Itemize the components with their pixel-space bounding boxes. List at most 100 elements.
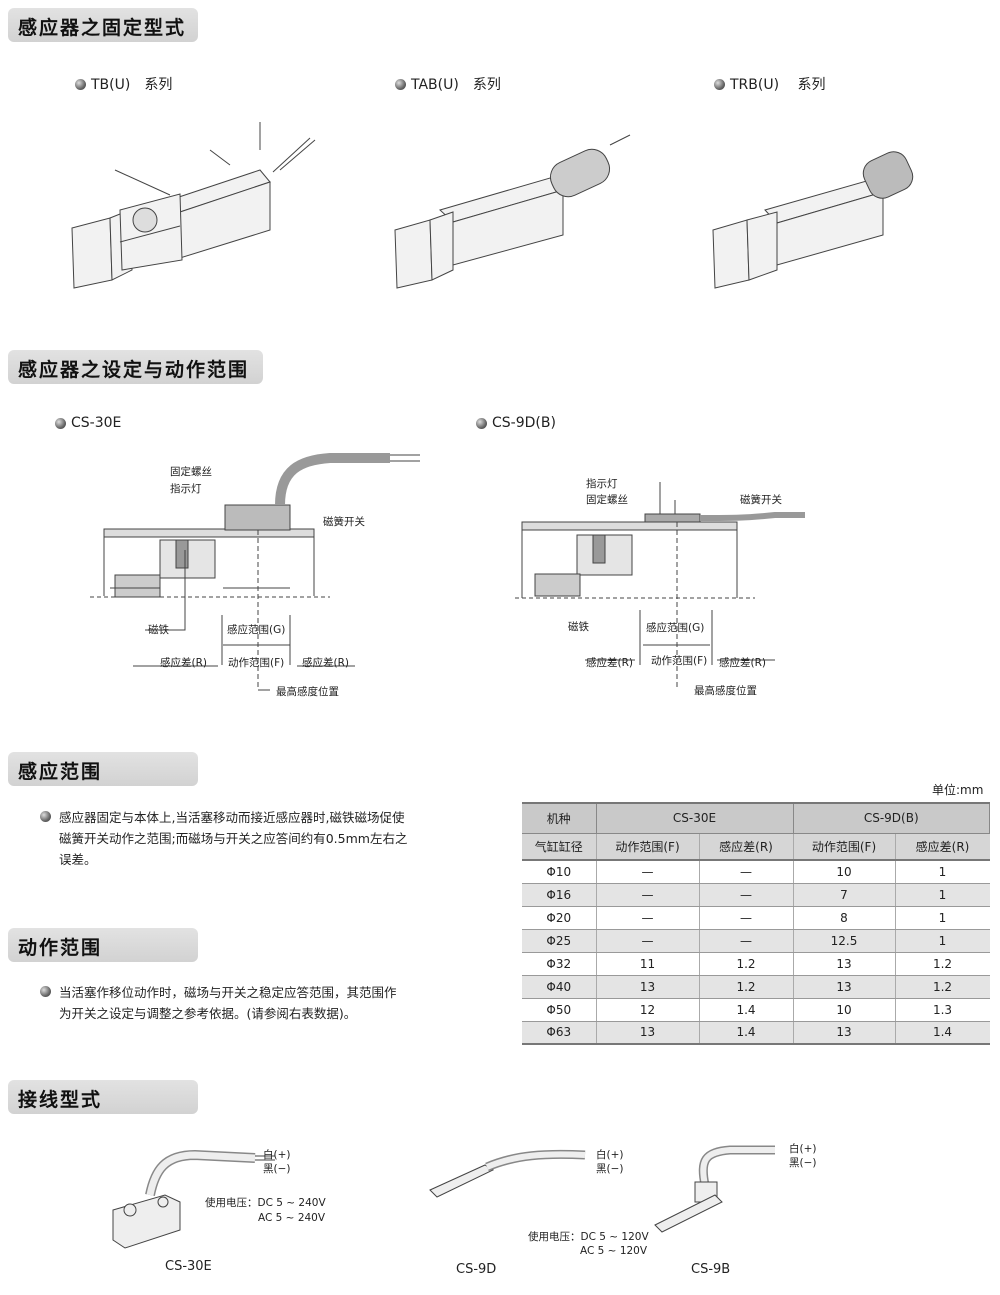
voltage-ac: AC 5 ~ 240V (258, 1212, 326, 1224)
table-cell: — (699, 883, 794, 907)
bullet-icon (714, 78, 725, 90)
model-cs9d: CS-9D (456, 1262, 497, 1277)
cs30e-setting-diagram (90, 453, 420, 691)
label-sensing-range: 感应范围(G) (227, 624, 286, 636)
table-cell: — (699, 929, 794, 953)
bullet-icon (75, 78, 86, 90)
bullet-icon (476, 417, 487, 429)
bore-cell: Φ20 (522, 906, 597, 930)
section-header-operating: 动作范围 (8, 928, 198, 962)
table-cell: 8 (793, 906, 896, 930)
wire-black-label: 黑(−) (789, 1157, 817, 1169)
diagram-title-text: CS-9D(B) (492, 415, 556, 431)
voltage-ac: AC 5 ~ 120V (580, 1245, 648, 1257)
table-cell: 1 (895, 883, 990, 907)
table-cell: 13 (793, 975, 896, 999)
table-cell: — (596, 860, 700, 884)
bore-cell: Φ40 (522, 975, 597, 999)
cs9b-switch-image (654, 1145, 775, 1233)
diagram-title-cs30e: CS-30E (55, 415, 121, 431)
label-sensing-range: 感应范围(G) (646, 622, 705, 634)
table-cell: 11 (596, 952, 700, 976)
table-cell: 13 (793, 952, 896, 976)
model-cs30e: CS-30E (165, 1259, 212, 1274)
voltage-dc: DC 5 ~ 120V (580, 1231, 649, 1243)
wire-white-label: 白(+) (596, 1149, 624, 1161)
table-cell: 13 (596, 975, 700, 999)
sensing-description: 感应器固定与本体上,当活塞移动而接近感应器时,磁铁磁场促使磁簧开关动作之范围;而… (40, 807, 460, 870)
voltage-dc: DC 5 ~ 240V (257, 1197, 326, 1209)
label-indicator: 指示灯 (170, 483, 202, 495)
label-fixing-screw: 固定螺丝 (170, 466, 212, 478)
label-fixing-screw: 固定螺丝 (586, 494, 628, 506)
table-cell: 1.4 (699, 998, 794, 1022)
section-header-mounting: 感应器之固定型式 (8, 8, 198, 42)
bullet-icon (395, 78, 406, 90)
label-diff-left: 感应差(R) (586, 657, 633, 669)
bore-cell: Φ10 (522, 860, 597, 884)
section-header-sensing: 感应范围 (8, 752, 198, 786)
label-operating-range: 动作范围(F) (651, 655, 708, 667)
cylinder-trbu-image (712, 151, 914, 289)
series-label-tbu: TB(U) 系列 (75, 74, 172, 94)
cylinder-tabu-image (394, 134, 631, 289)
table-cell: 10 (793, 860, 896, 884)
bore-cell: Φ32 (522, 952, 597, 976)
table-cell: 1 (895, 929, 990, 953)
label-magnet: 磁铁 (568, 621, 589, 633)
table-cell: 1 (895, 906, 990, 930)
label-magnet: 磁铁 (148, 624, 169, 636)
cs9d-switch-image (429, 1149, 586, 1198)
header-cs9db: CS-9D(B) (793, 803, 990, 834)
text-line: 磁簧开关动作之范围;而磁场与开关之应答间约有0.5mm左右之 (59, 831, 408, 846)
diagram-title-text: CS-30E (71, 415, 122, 431)
wire-white-label: 白(+) (263, 1149, 291, 1161)
operating-description: 当活塞作移位动作时，磁场与开关之稳定应答范围，其范围作为开关之设定与调整之参考依… (40, 982, 460, 1024)
bullet-icon (55, 417, 66, 429)
section-header-wiring: 接线型式 (8, 1080, 198, 1114)
table-cell: — (596, 883, 700, 907)
label-reed-switch: 磁簧开关 (740, 494, 782, 506)
table-subheader-row: 气缸缸径 动作范围(F) 感应差(R) 动作范围(F) 感应差(R) (522, 833, 990, 861)
table-cell: 10 (793, 998, 896, 1022)
bore-cell: Φ63 (522, 1021, 597, 1045)
table-cell: 1.2 (699, 952, 794, 976)
text-line: 感应器固定与本体上,当活塞移动而接近感应器时,磁铁磁场促使 (59, 810, 405, 825)
cylinder-tbu-image (71, 122, 316, 289)
bore-cell: Φ50 (522, 998, 597, 1022)
table-cell: 1.2 (895, 975, 990, 999)
section-header-setting: 感应器之设定与动作范围 (8, 350, 263, 384)
header-bore: 气缸缸径 (522, 833, 597, 861)
table-cell: 13 (793, 1021, 896, 1045)
header-cs30e: CS-30E (596, 803, 794, 834)
series-label-tabu: TAB(U) 系列 (395, 74, 501, 94)
bore-cell: Φ25 (522, 929, 597, 953)
table-cell: — (596, 906, 700, 930)
header-sub: 感应差(R) (699, 833, 794, 861)
header-sub: 感应差(R) (895, 833, 990, 861)
sensor-range-table: 机种 CS-30E CS-9D(B) 气缸缸径 动作范围(F) 感应差(R) 动… (522, 802, 990, 1045)
header-sub: 动作范围(F) (793, 833, 896, 861)
model-cs9b: CS-9B (691, 1262, 731, 1277)
header-sub: 动作范围(F) (596, 833, 700, 861)
table-cell: 1.2 (699, 975, 794, 999)
voltage-caption: 使用电压： (528, 1231, 581, 1243)
table-header-row: 机种 CS-30E CS-9D(B) (522, 803, 990, 834)
label-best-position: 最高感度位置 (276, 686, 339, 698)
wire-black-label: 黑(−) (263, 1163, 291, 1175)
table-cell: 1.4 (699, 1021, 794, 1045)
voltage-label: 使用电压：DC 5 ~ 120V (528, 1229, 649, 1244)
wire-white-label: 白(+) (789, 1143, 817, 1155)
label-diff-right: 感应差(R) (302, 657, 349, 669)
voltage-caption: 使用电压： (205, 1197, 258, 1209)
table-cell: 13 (596, 1021, 700, 1045)
bore-cell: Φ16 (522, 883, 597, 907)
cs30e-switch-image (112, 1149, 275, 1249)
